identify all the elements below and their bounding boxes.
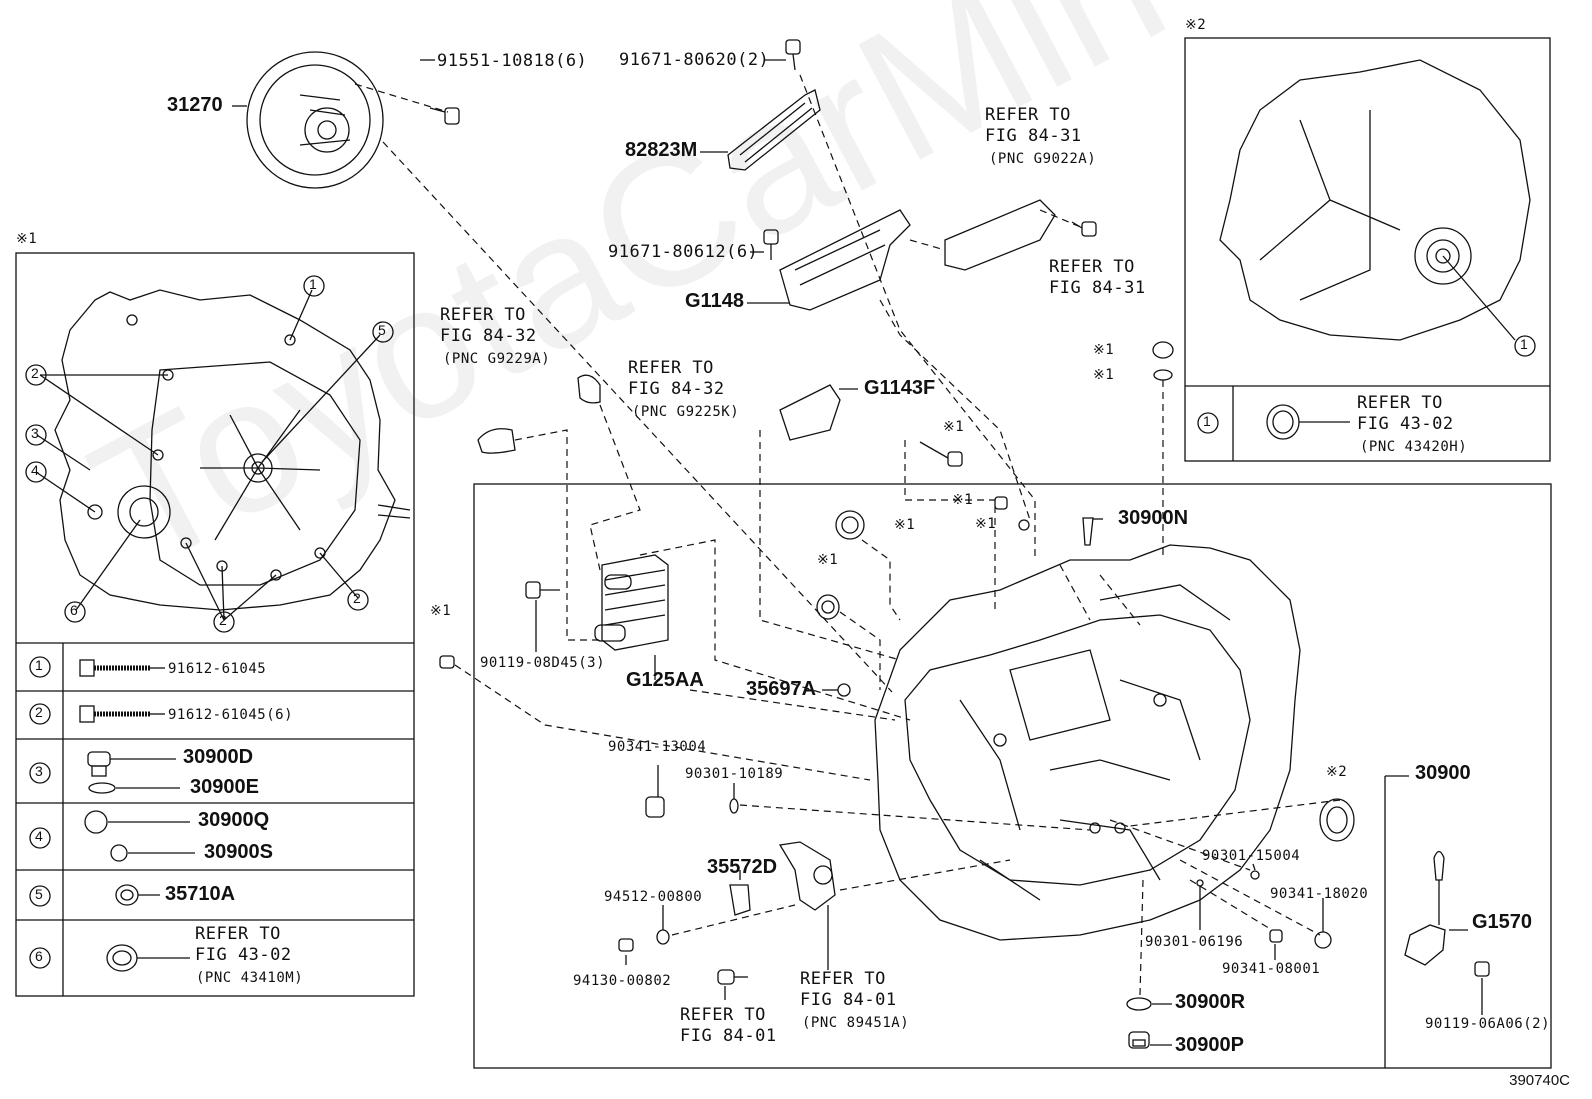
row-6-refer-pnc: (PNC 43410M): [196, 970, 304, 986]
part-94512-00800-label[interactable]: 94512-00800: [604, 889, 703, 905]
row-4-number: 4: [35, 828, 43, 844]
refer-fig-84-01-line1[interactable]: REFER TO: [680, 1005, 766, 1025]
callout-2-b: 2: [219, 612, 227, 628]
callout-4: 4: [31, 462, 39, 478]
part-91671-80620-label[interactable]: 91671-80620(2): [619, 50, 770, 70]
row-3-part-30900D[interactable]: 30900D: [183, 746, 254, 768]
row-5-part-35710A[interactable]: 35710A: [165, 883, 236, 905]
part-G1143F-label[interactable]: G1143F: [864, 377, 936, 399]
part-91671-80612-label[interactable]: 91671-80612(6): [608, 242, 759, 262]
note-mark-2-main: ※2: [1326, 764, 1348, 780]
note-mark-1-h: ※1: [430, 603, 452, 619]
part-30900N-label[interactable]: 30900N: [1118, 507, 1189, 529]
refer-fig-84-31-b-line1[interactable]: REFER TO: [1049, 257, 1135, 277]
part-G1570-label[interactable]: G1570: [1472, 911, 1533, 933]
part-G1148-label[interactable]: G1148: [685, 290, 744, 312]
refer-fig-84-31-line1[interactable]: REFER TO: [985, 105, 1071, 125]
refer-fig-84-32-b-pnc: (PNC G9225K): [632, 404, 740, 420]
part-82823M-label[interactable]: 82823M: [625, 139, 698, 161]
right-refer-line2[interactable]: FIG 43-02: [1357, 414, 1454, 434]
callout-5: 5: [378, 322, 386, 338]
row-6-refer-line2[interactable]: FIG 43-02: [195, 945, 292, 965]
part-94130-00802-label[interactable]: 94130-00802: [573, 973, 672, 989]
callout-3: 3: [31, 425, 39, 441]
refer-fig-84-32-line2[interactable]: FIG 84-32: [440, 326, 537, 346]
row-1-number: 1: [35, 657, 43, 673]
note-mark-1-b: ※1: [1093, 367, 1115, 383]
right-refer-pnc: (PNC 43420H): [1360, 439, 1468, 455]
note-mark-1-a: ※1: [1093, 342, 1115, 358]
row-1-part-91612-61045[interactable]: 91612-61045: [168, 661, 267, 677]
part-G125AA-label[interactable]: G125AA: [626, 669, 704, 691]
callout-2-c: 2: [353, 590, 361, 606]
refer-fig-84-01-b-line2[interactable]: FIG 84-01: [800, 990, 897, 1010]
refer-fig-84-01-line2[interactable]: FIG 84-01: [680, 1026, 777, 1046]
refer-fig-84-32-pnc: (PNC G9229A): [443, 351, 551, 367]
figure-id: 390740C: [1509, 1072, 1570, 1089]
refer-fig-84-32-line1[interactable]: REFER TO: [440, 305, 526, 325]
note-mark-1-c: ※1: [943, 419, 965, 435]
row-2-number: 2: [35, 704, 43, 720]
refer-fig-84-31-line2[interactable]: FIG 84-31: [985, 126, 1082, 146]
part-90119-06A06-label[interactable]: 90119-06A06(2): [1425, 1016, 1551, 1032]
row-4-part-30900Q[interactable]: 30900Q: [198, 809, 270, 831]
note-mark-1-d: ※1: [952, 492, 974, 508]
part-90341-08001-label[interactable]: 90341-08001: [1222, 961, 1321, 977]
refer-fig-84-31-pnc: (PNC G9022A): [989, 151, 1097, 167]
right-refer-line1[interactable]: REFER TO: [1357, 393, 1443, 413]
row-3-number: 3: [35, 763, 43, 779]
refer-fig-84-31-b-line2[interactable]: FIG 84-31: [1049, 278, 1146, 298]
part-90119-08D45-label[interactable]: 90119-08D45(3): [480, 655, 606, 671]
note-mark-1-g: ※1: [817, 552, 839, 568]
row-3-part-30900E[interactable]: 30900E: [190, 776, 259, 798]
row-6-refer-line1[interactable]: REFER TO: [195, 924, 281, 944]
part-91551-10818-label[interactable]: 91551-10818(6): [437, 51, 588, 71]
right-row-1-number: 1: [1203, 413, 1211, 429]
part-90301-10189-label[interactable]: 90301-10189: [685, 766, 784, 782]
part-35572D-label[interactable]: 35572D: [707, 856, 778, 878]
row-6-number: 6: [35, 948, 43, 964]
part-30900-label[interactable]: 30900: [1415, 762, 1471, 784]
row-5-number: 5: [35, 886, 43, 902]
note-mark-1-f: ※1: [894, 517, 916, 533]
note-mark-2-rightbox: ※2: [1185, 17, 1207, 33]
row-4-part-30900S[interactable]: 30900S: [204, 841, 273, 863]
callout-2-a: 2: [31, 365, 39, 381]
part-90301-06196-label[interactable]: 90301-06196: [1145, 934, 1244, 950]
part-90341-18020-label[interactable]: 90341-18020: [1270, 886, 1369, 902]
refer-fig-84-32-b-line2[interactable]: FIG 84-32: [628, 379, 725, 399]
part-90341-13004-label[interactable]: 90341-13004: [608, 739, 707, 755]
note-mark-1-e: ※1: [975, 516, 997, 532]
row-2-part-91612-61045-6[interactable]: 91612-61045(6): [168, 707, 294, 723]
part-31270-label[interactable]: 31270: [167, 94, 223, 116]
part-30900P-label[interactable]: 30900P: [1175, 1034, 1244, 1056]
refer-fig-84-01-b-line1[interactable]: REFER TO: [800, 969, 886, 989]
right-callout-1: 1: [1520, 336, 1528, 352]
refer-fig-84-01-b-pnc: (PNC 89451A): [802, 1015, 910, 1031]
note-mark-1-leftbox: ※1: [16, 231, 38, 247]
part-30900R-label[interactable]: 30900R: [1175, 991, 1246, 1013]
refer-fig-84-32-b-line1[interactable]: REFER TO: [628, 358, 714, 378]
part-35697A-label[interactable]: 35697A: [746, 678, 817, 700]
callout-1: 1: [309, 276, 317, 292]
part-90301-15004-label[interactable]: 90301-15004: [1202, 848, 1301, 864]
callout-6: 6: [70, 602, 78, 618]
